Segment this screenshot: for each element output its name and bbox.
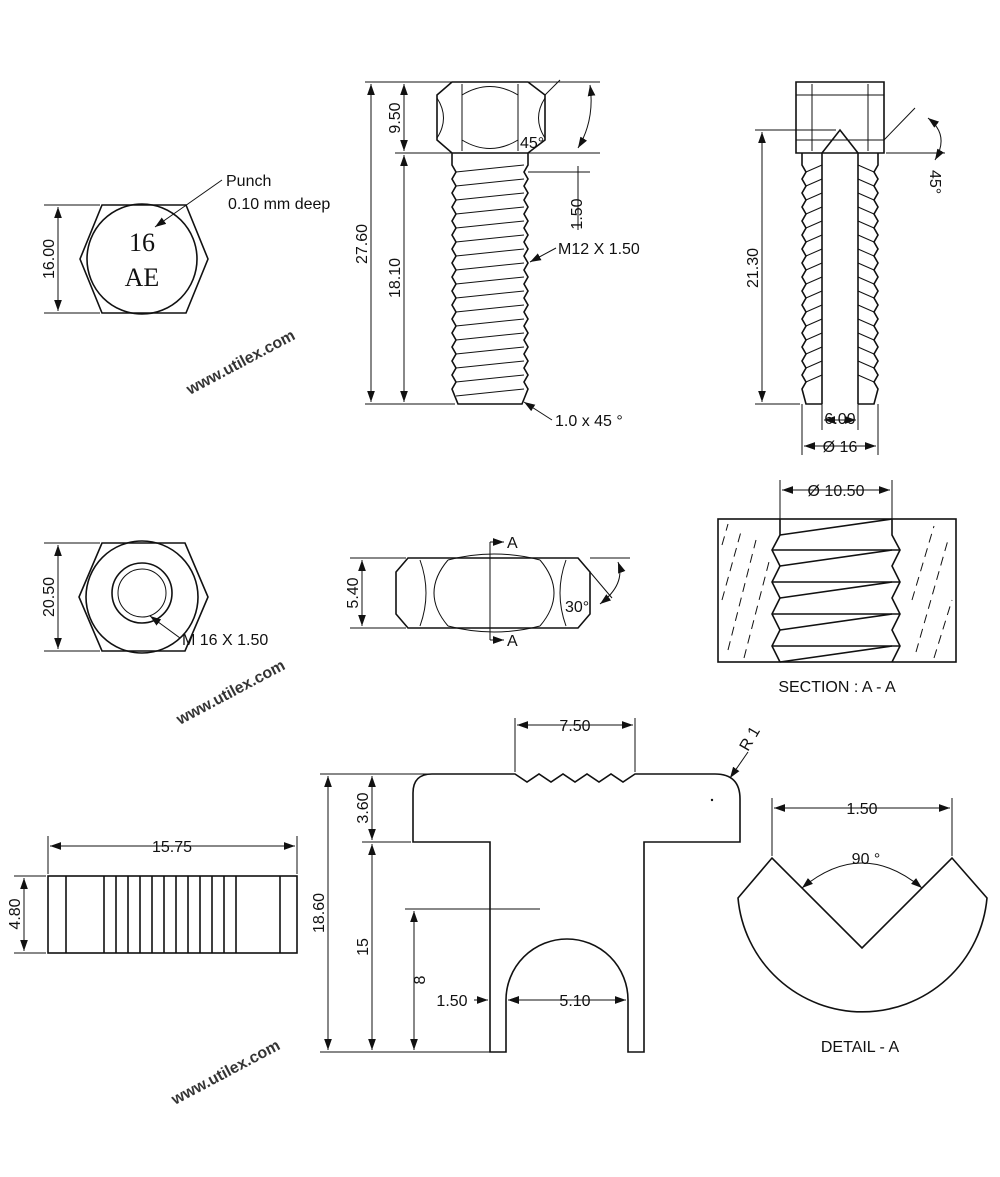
chamfer-label: 1.0 x 45 ° xyxy=(555,413,623,430)
dim-head-height: 9.50 xyxy=(387,102,404,133)
watermark-text: www.utilex.com xyxy=(183,327,298,399)
dim-t-leg-height: 15 xyxy=(355,938,372,956)
dim-roller-height: 4.80 xyxy=(7,898,24,929)
dim-t-slot-height: 8 xyxy=(412,975,429,984)
punch-mark-ae: AE xyxy=(125,263,160,292)
section-title: SECTION : A - A xyxy=(778,679,896,696)
nut-top-view: M 16 X 1.50 20.50 xyxy=(41,540,268,654)
cut-label-a-top: A xyxy=(507,535,518,552)
nut-side-view: A A 5.40 30° xyxy=(345,535,630,650)
watermark-text: www.utilex.com xyxy=(173,657,288,729)
t-part-radius: R 1 xyxy=(737,724,764,754)
nut-thread-spec: M 16 X 1.50 xyxy=(182,632,268,649)
punch-depth-label: 0.10 mm deep xyxy=(228,196,330,213)
dim-bolt-total-length: 27.60 xyxy=(354,224,371,264)
dim-detail-width: 1.50 xyxy=(846,801,877,818)
thread-spec-label: M12 X 1.50 xyxy=(558,241,640,258)
dim-nut-height: 5.40 xyxy=(345,577,362,608)
cut-label-a-bottom: A xyxy=(507,633,518,650)
watermark: www.utilex.com www.utilex.com www.utilex… xyxy=(168,327,298,1109)
dim-bore-diameter: 6.00 xyxy=(824,411,855,428)
dim-roller-length: 15.75 xyxy=(152,839,192,856)
watermark-text: www.utilex.com xyxy=(168,1037,283,1109)
detail-title: DETAIL - A xyxy=(821,1039,900,1056)
punch-mark-16: 16 xyxy=(129,228,155,257)
dim-head-width: 16.00 xyxy=(41,239,58,279)
dim-t-wall: 1.50 xyxy=(436,993,467,1010)
dim-thread-length: 18.10 xyxy=(387,258,404,298)
bolt-section-view: 21.30 45° 6.00 Ø 16 xyxy=(745,81,945,456)
dim-outer-diameter: Ø 16 xyxy=(823,439,858,456)
t-part-view: 7.50 R 1 18.60 3.60 15 8 1.50 5.10 xyxy=(311,718,764,1053)
dim-nut-across-flats: 20.50 xyxy=(41,577,58,617)
dim-t-flange-height: 3.60 xyxy=(355,792,372,823)
nut-chamfer-angle: 30° xyxy=(565,599,589,616)
bolt-section-angle: 45° xyxy=(926,170,943,194)
bolt-front-view: 27.60 9.50 18.10 1.50 45° M12 X 1.50 1.0… xyxy=(354,79,640,430)
dim-bore-depth: 21.30 xyxy=(745,248,762,288)
punch-label: Punch xyxy=(226,173,271,190)
bolt-head-angle: 45° xyxy=(520,135,544,152)
roller-view: 15.75 4.80 xyxy=(7,836,298,954)
detail-a-view: 1.50 90 ° DETAIL - A xyxy=(737,798,988,1056)
dim-t-gap: 5.10 xyxy=(559,993,590,1010)
dim-section-diameter: Ø 10.50 xyxy=(808,483,865,500)
dim-t-top-width: 7.50 xyxy=(559,718,590,735)
bolt-head-view: 16 AE Punch 0.10 mm deep 16.00 xyxy=(41,173,330,315)
dim-thread-pitch: 1.50 xyxy=(569,198,586,229)
section-a-a: Ø 10.50 SECTION : A - A xyxy=(717,480,957,696)
dim-t-total-height: 18.60 xyxy=(311,893,328,933)
detail-angle: 90 ° xyxy=(852,851,881,868)
